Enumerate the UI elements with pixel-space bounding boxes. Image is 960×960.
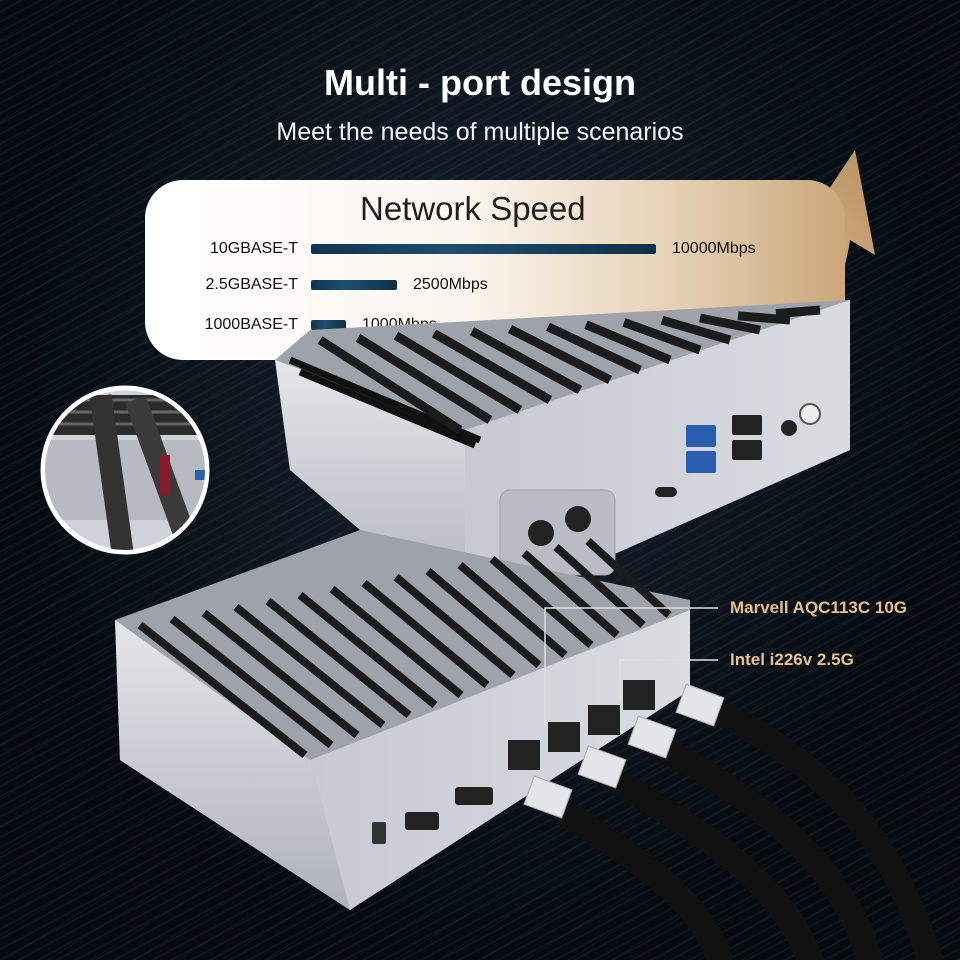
heatsink-fin	[585, 538, 672, 618]
speed-bar-10g	[311, 244, 656, 254]
heatsink-fin	[393, 331, 523, 414]
heatsink-fin	[355, 333, 493, 424]
heatsink-fin	[201, 609, 360, 739]
heatsink-fin	[553, 544, 646, 628]
speed-label-1g: 1000BASE-T	[204, 316, 298, 333]
heatsink-fin	[431, 329, 553, 404]
heatsink-fin	[457, 561, 568, 659]
callout-intel-2-5g: Intel i226v 2.5G	[730, 650, 854, 669]
page-subtitle: Meet the needs of multiple scenarios	[276, 118, 684, 146]
heatsink-fin	[775, 305, 821, 319]
heatsink-fin	[699, 313, 761, 335]
speed-value-2-5g: 2500Mbps	[413, 276, 488, 293]
speed-value-10g: 10000Mbps	[672, 240, 756, 257]
callout-marvell-10g: Marvell AQC113C 10G	[730, 598, 908, 617]
heatsink-fin	[737, 311, 791, 325]
heatsink-fin	[660, 315, 732, 345]
speed-label-2-5g: 2.5GBASE-T	[205, 276, 298, 293]
antenna-detail-inset	[40, 385, 210, 555]
heatsink-fin	[469, 327, 583, 394]
page-title: Multi - port design	[324, 62, 636, 103]
heatsink-fin	[622, 318, 702, 355]
heatsink-fin	[233, 603, 386, 729]
speed-bar-2-5g	[311, 280, 397, 290]
heatsink-fin	[521, 549, 620, 639]
heatsink-fin	[169, 615, 334, 749]
speed-bar-1g	[311, 320, 346, 330]
heatsink-fin	[137, 621, 308, 759]
heatsink-fin	[317, 336, 463, 434]
lower-mini-pc	[115, 530, 690, 910]
heatsink-fin	[393, 573, 516, 679]
ethernet-cables	[547, 692, 943, 960]
heatsink-fin	[329, 585, 464, 699]
heatsink-fin	[489, 555, 594, 649]
heatsink-fin	[507, 324, 613, 385]
heatsink-fin	[297, 591, 438, 709]
heatsink-fin	[546, 322, 642, 375]
heatsink-fin	[361, 579, 490, 689]
heatsink-fin	[265, 597, 412, 719]
upper-mini-pc	[275, 300, 850, 620]
speed-label-10g: 10GBASE-T	[209, 240, 298, 257]
network-speed-title: Network Speed	[360, 190, 586, 227]
heatsink-fin	[425, 567, 542, 669]
heatsink-fin	[584, 320, 672, 365]
